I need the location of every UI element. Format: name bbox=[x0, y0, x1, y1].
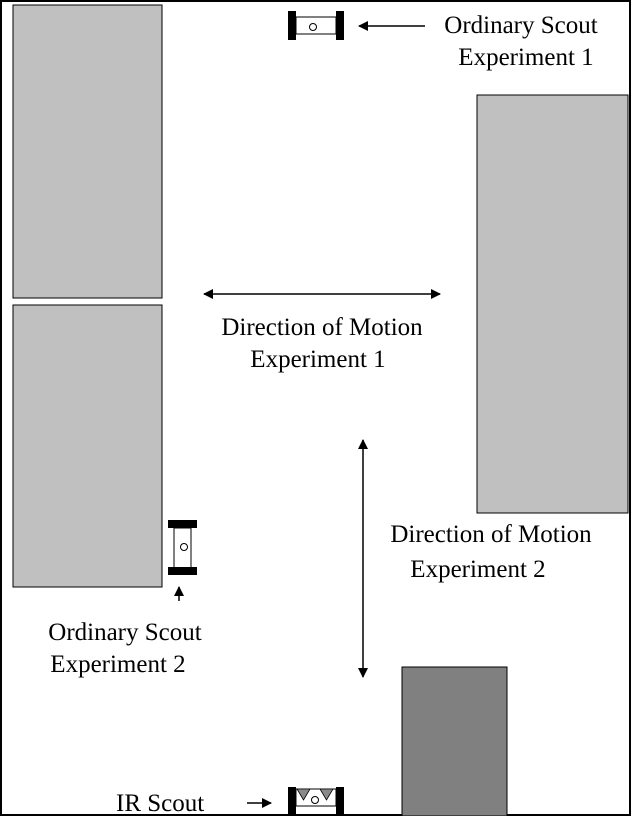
obstacle-right bbox=[476, 94, 629, 514]
ir-sensor-left-icon bbox=[296, 788, 311, 801]
ordinary-scout-experiment-2-icon bbox=[168, 520, 197, 575]
ir-scout-label: IR Scout bbox=[116, 790, 204, 816]
scout-2-label-line1: Ordinary Scout bbox=[48, 619, 201, 646]
obstacle-left-bottom bbox=[12, 304, 163, 588]
obstacle-left-top bbox=[12, 4, 163, 299]
obstacle-bottom-dark bbox=[401, 666, 508, 816]
motion-1-label-line1: Direction of Motion bbox=[221, 314, 423, 341]
scout-1-label-line1: Ordinary Scout bbox=[444, 12, 597, 39]
ir-sensor-right-icon bbox=[319, 788, 334, 801]
scout-2-label-line2: Experiment 2 bbox=[50, 651, 185, 678]
motion-1-label-line2: Experiment 1 bbox=[250, 346, 385, 373]
motion-2-label-line2: Experiment 2 bbox=[410, 556, 545, 583]
ir-scout-icon bbox=[288, 787, 344, 816]
ordinary-scout-experiment-1-icon bbox=[288, 11, 344, 40]
motion-2-label-line1: Direction of Motion bbox=[390, 521, 592, 548]
scout-1-label-line2: Experiment 1 bbox=[458, 44, 593, 71]
